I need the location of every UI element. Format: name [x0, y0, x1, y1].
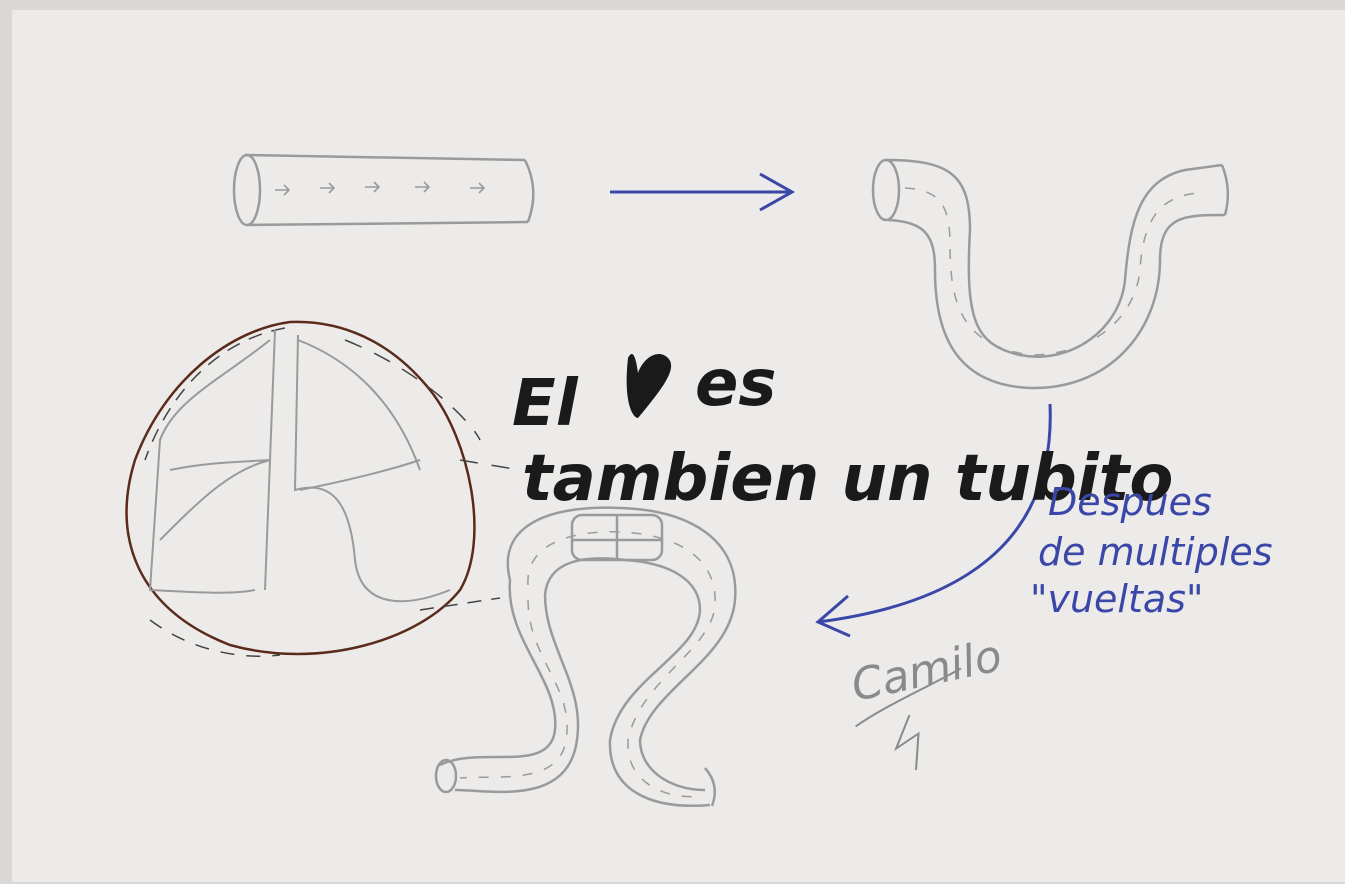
paper-sheet — [12, 10, 1345, 882]
signature: Camilo — [847, 630, 1006, 770]
caption-word-es: es — [695, 347, 777, 421]
note-line-1: Despues — [1048, 480, 1212, 524]
blue-note: Despues de multiples "vueltas" — [1030, 480, 1273, 621]
u-tube-icon — [871, 158, 1230, 390]
note-line-3: "vueltas" — [1030, 577, 1203, 621]
arrow-right-icon — [610, 172, 796, 212]
heart-icon — [626, 353, 672, 418]
caption-word-el: El — [512, 367, 579, 441]
straight-tube-icon — [232, 153, 535, 227]
curved-arrow-icon — [815, 403, 1052, 638]
caption: El es tambien un tubito — [512, 347, 1173, 516]
signature-text: Camilo — [847, 630, 1006, 711]
heart-outline-icon — [125, 320, 521, 657]
caption-line-2: tambien un tubito — [522, 442, 1173, 516]
note-line-2: de multiples — [1038, 530, 1273, 574]
looped-tube-icon — [434, 506, 737, 807]
